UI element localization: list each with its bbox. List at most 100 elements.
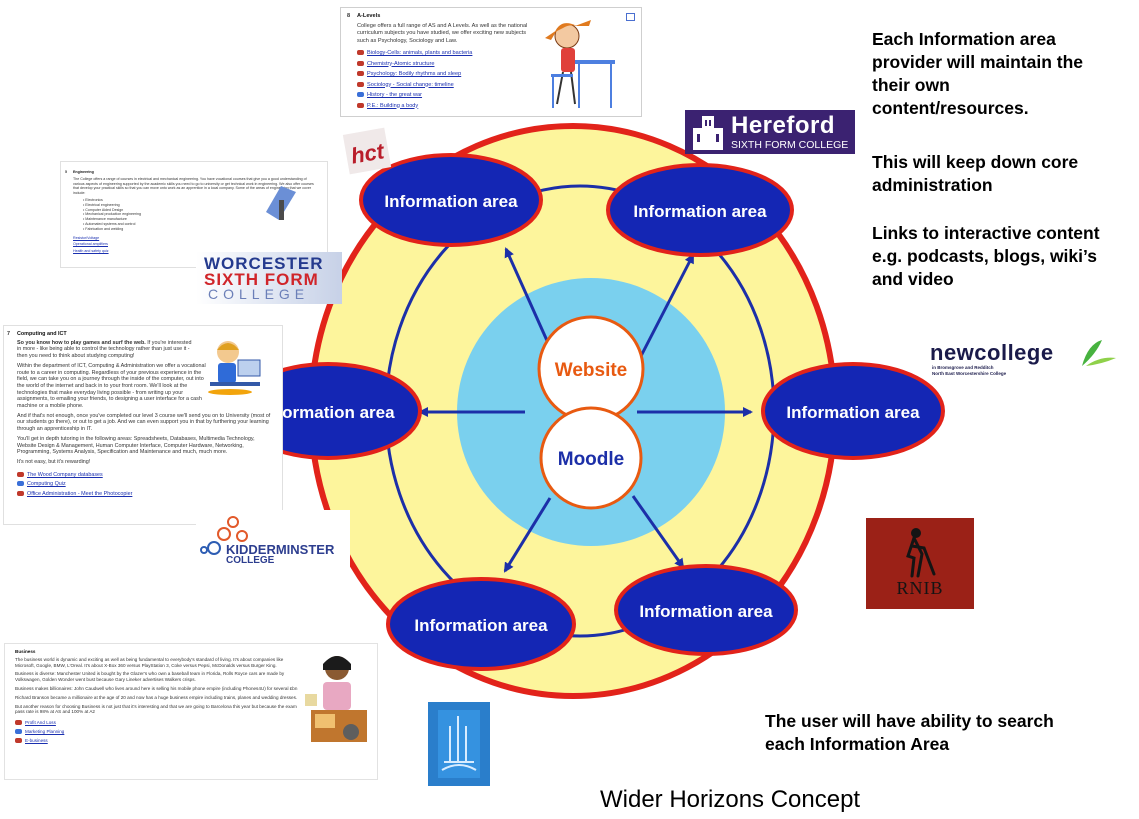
- note-line: The user will have ability to search: [765, 711, 1054, 731]
- list-item: • Mechanical production engineering: [83, 212, 142, 217]
- kidderminster-line-1: KIDDERMINSTER: [226, 542, 335, 557]
- information-area-bottom-right[interactable]: Information area: [614, 564, 798, 656]
- list-item: • Maintenance manufacture: [83, 217, 127, 222]
- list-item: • Computer Aided Design: [83, 207, 124, 212]
- note-line: e.g. podcasts, blogs, wiki’s: [872, 246, 1097, 266]
- panel-text: The College offers a range of courses in…: [73, 176, 314, 196]
- resource-icon: [357, 71, 364, 77]
- moodle-label: Moodle: [558, 449, 625, 470]
- person-with-cane-icon: [906, 528, 936, 578]
- course-link[interactable]: Biology-Cells: animals, plants and bacte…: [357, 50, 532, 58]
- note-search: The user will have ability to search eac…: [765, 710, 1125, 756]
- course-link[interactable]: P.E.: Building a body: [357, 103, 532, 111]
- kidderminster-line-2: COLLEGE: [226, 555, 275, 566]
- course-link[interactable]: Psychology: Bodily rhythms and sleep: [357, 71, 532, 79]
- information-area-bottom-left[interactable]: Information area: [386, 577, 576, 671]
- newcollege-logo: newcollege in Bromsgrove and Redditch No…: [930, 340, 1120, 382]
- panel-engineering: 5 Engineering The College offers a range…: [60, 161, 328, 268]
- course-link[interactable]: Office Administration - Meet the Photoco…: [17, 491, 273, 498]
- close-icon[interactable]: [626, 13, 635, 21]
- resource-icon: [17, 491, 24, 497]
- resource-icon: [357, 102, 364, 108]
- information-area-right[interactable]: Information area: [761, 362, 945, 460]
- resource-icon: [357, 50, 364, 56]
- course-link[interactable]: Chemistry-Atomic structure: [357, 61, 532, 69]
- moodle-circle: [539, 406, 643, 510]
- arrow-upper-right: [639, 253, 695, 357]
- panel-text: Within the department of ICT, Computing …: [17, 362, 206, 410]
- panel-title: Engineering: [73, 170, 94, 174]
- resource-icon: [17, 481, 24, 487]
- resource-icon: [15, 738, 22, 744]
- note-line: Each Information area: [872, 29, 1056, 49]
- panel-title: Computing and ICT: [17, 331, 67, 337]
- note-interactive-links: Links to interactive content e.g. podcas…: [872, 222, 1137, 291]
- information-area-top-right[interactable]: Information area: [606, 163, 794, 257]
- note-providers: Each Information area provider will main…: [872, 28, 1137, 120]
- rnib-name: RNIB: [896, 578, 944, 598]
- information-area-label: Information area: [261, 403, 395, 422]
- note-line: content/resources.: [872, 98, 1029, 118]
- panel-text: The business world is dynamic and exciti…: [15, 656, 284, 668]
- website-label: Website: [555, 360, 628, 381]
- panel-text: And if that's not enough, once you've co…: [17, 412, 271, 433]
- resource-icon: [357, 92, 364, 98]
- course-link[interactable]: Profit And Loss: [15, 720, 301, 726]
- hereford-logo: Hereford SIXTH FORM COLLEGE: [685, 110, 855, 154]
- newcollege-subtitle-2: North East Worcestershire College: [932, 371, 1007, 376]
- worcester-line-2: SIXTH FORM: [204, 270, 319, 289]
- information-area-label: Information area: [639, 602, 773, 621]
- arrows: [418, 247, 753, 573]
- hereford-subtitle: SIXTH FORM COLLEGE: [731, 139, 849, 151]
- course-link[interactable]: Marketing Planning: [15, 729, 301, 735]
- information-area-label: Information area: [414, 616, 548, 635]
- resource-icon: [357, 60, 364, 66]
- worcester-line-3: COLLEGE: [208, 286, 310, 302]
- panel-business: Business The business world is dynamic a…: [4, 643, 378, 780]
- hereford-name: Hereford: [731, 112, 836, 139]
- course-link[interactable]: History - the great war: [357, 92, 532, 100]
- arrow-lower-right: [631, 495, 685, 569]
- course-link[interactable]: The Wood Company databases: [17, 472, 273, 479]
- panel-title: Business: [15, 649, 36, 654]
- information-area-top-left[interactable]: Information area: [359, 153, 543, 247]
- note-line: provider will maintain the: [872, 52, 1084, 72]
- information-area-label: Information area: [786, 403, 920, 422]
- panel-text: It's not easy, but it's rewarding!: [17, 458, 91, 465]
- panel-text: Business makes billionaires: John Caudwe…: [15, 685, 298, 691]
- list-item: • Electrical engineering: [83, 202, 120, 207]
- panel-text: So you know how to play games and surf t…: [17, 339, 192, 360]
- college-tile-logo: [428, 702, 490, 786]
- resource-icon: [15, 720, 22, 726]
- panel-number: 7: [7, 331, 10, 337]
- student-illustration: [545, 20, 615, 108]
- course-link[interactable]: Sociology - Social change: timeline: [357, 82, 532, 90]
- panel-a-levels: 8 A-Levels College offers a full range o…: [340, 7, 642, 117]
- note-administration: This will keep down core administration: [872, 151, 1137, 197]
- panel-number: 5: [65, 170, 67, 174]
- newcollege-name: newcollege: [930, 340, 1054, 365]
- course-link[interactable]: Operational amplifiers: [73, 242, 108, 247]
- note-line: administration: [872, 175, 993, 195]
- kidderminster-logo: KIDDERMINSTER COLLEGE: [196, 510, 350, 572]
- resource-icon: [17, 471, 24, 477]
- arrow-upper-left: [504, 247, 555, 355]
- note-line: their own: [872, 75, 950, 95]
- course-link[interactable]: Resistor/Voltage: [73, 235, 100, 240]
- course-link[interactable]: E-business: [15, 738, 301, 744]
- panel-text: Business is diverse: Manchester United i…: [15, 671, 285, 683]
- engineering-areas-list: • Electronics • Electrical engineering •…: [73, 198, 318, 232]
- resource-icon: [357, 81, 364, 87]
- svg-text:hct: hct: [349, 138, 387, 169]
- leaf-icon: [1082, 340, 1116, 366]
- panel-text: Richard Branson became a millionaire at …: [15, 694, 298, 700]
- engineering-illustration: [266, 186, 296, 220]
- note-line: each Information Area: [765, 734, 950, 754]
- list-item: • Fabrication and welding: [83, 226, 124, 231]
- arrow-lower-left: [503, 497, 552, 573]
- list-item: • Electronics: [83, 197, 103, 202]
- panel-text: You'll get in depth tutoring in the foll…: [17, 435, 255, 456]
- course-link[interactable]: Computing Quiz: [17, 481, 273, 488]
- course-link[interactable]: Health and safety quiz: [73, 249, 109, 254]
- panel-number: 8: [347, 13, 351, 19]
